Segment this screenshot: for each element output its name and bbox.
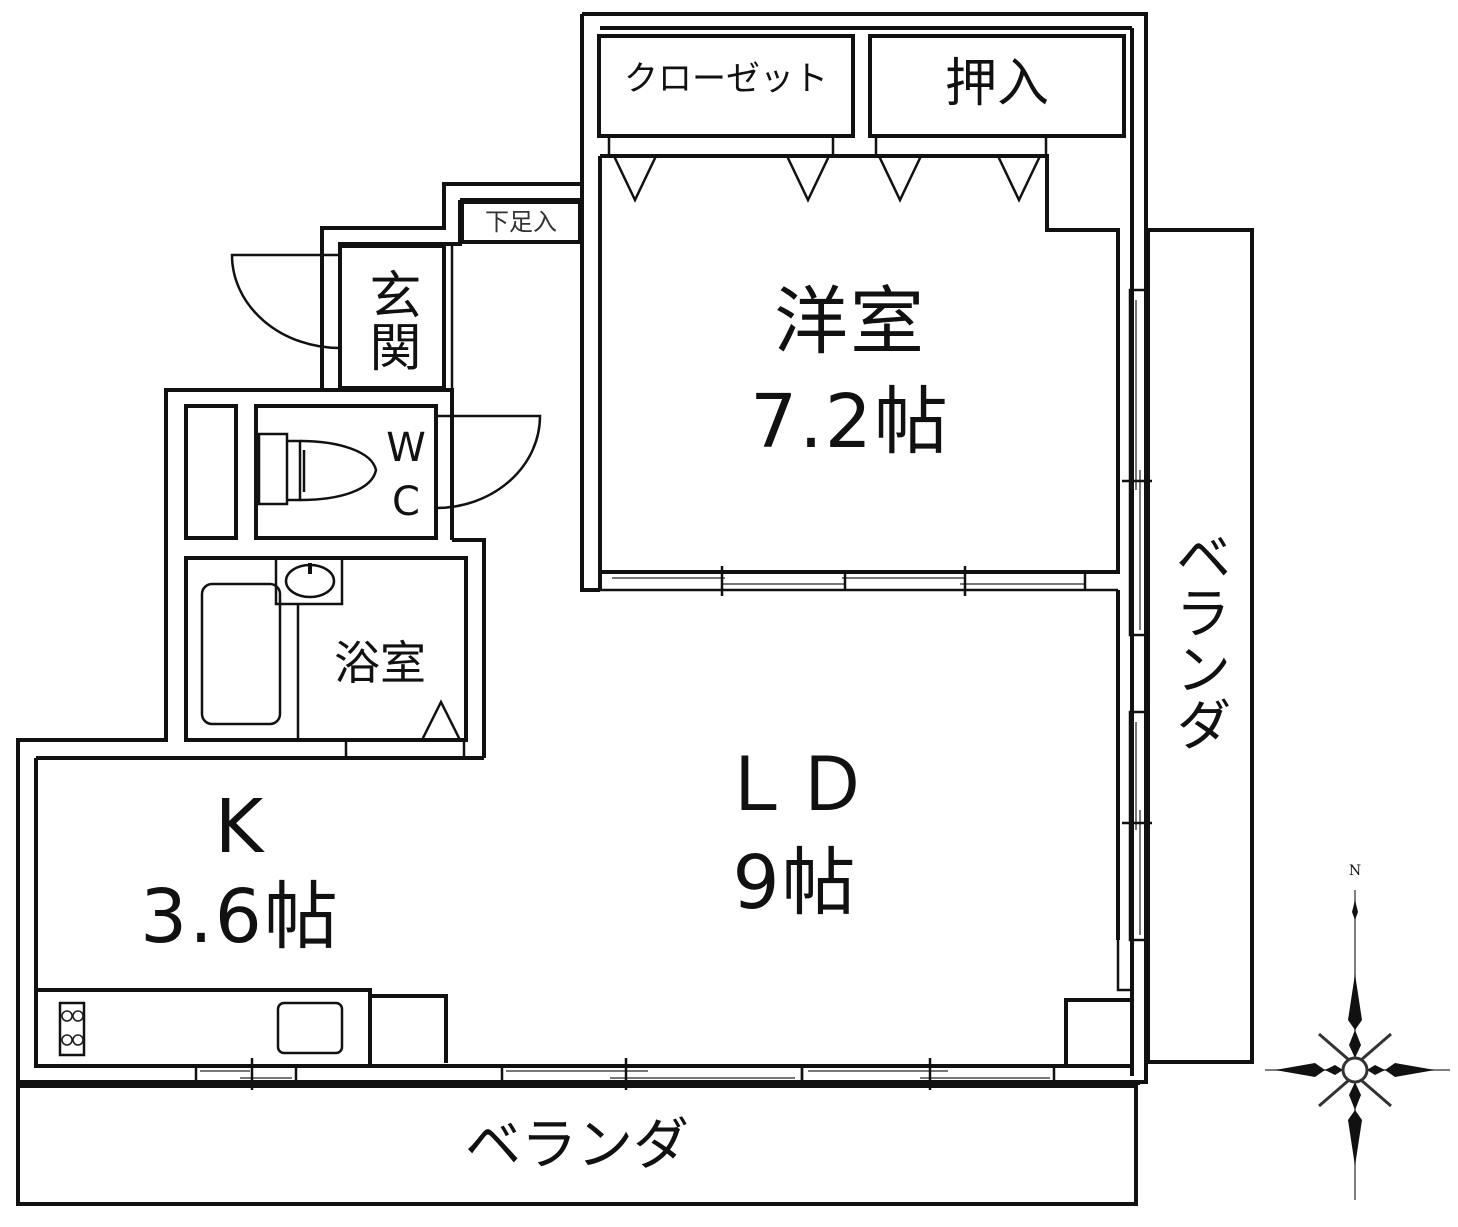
bathroom-label: 浴室 bbox=[334, 636, 426, 690]
veranda-south-label: ベランダ bbox=[465, 1113, 689, 1178]
toilet-label-c: C bbox=[392, 479, 420, 525]
east-windows bbox=[1064, 288, 1152, 1066]
toilet-walls bbox=[166, 388, 542, 540]
kitchen-name: K bbox=[214, 784, 266, 870]
toilet-label-w: W bbox=[386, 425, 426, 471]
entrance-walls bbox=[230, 200, 582, 390]
veranda-south-outline bbox=[16, 1084, 1138, 1206]
entrance-label: 玄関 bbox=[360, 268, 420, 372]
living-dining-name: ＬＤ bbox=[719, 742, 871, 828]
compass-icon bbox=[1265, 890, 1450, 1200]
shoe-storage-label: 下足入 bbox=[485, 208, 557, 236]
bathroom-walls bbox=[36, 538, 486, 760]
living-dining-size: 9帖 bbox=[732, 840, 858, 926]
oshiire-label: 押入 bbox=[944, 54, 1049, 114]
veranda-east-label: ベランダ bbox=[1166, 528, 1231, 752]
western-room-size: 7.2帖 bbox=[750, 379, 950, 465]
kitchen-counter bbox=[34, 988, 448, 1068]
kitchen-size: 3.6帖 bbox=[140, 874, 340, 960]
western-room-name: 洋室 bbox=[774, 279, 926, 365]
veranda-east-outline bbox=[1146, 228, 1254, 1064]
compass-north-label: N bbox=[1348, 863, 1362, 879]
western-room-walls bbox=[597, 34, 1126, 596]
closet-label: クローゼット bbox=[624, 59, 828, 99]
